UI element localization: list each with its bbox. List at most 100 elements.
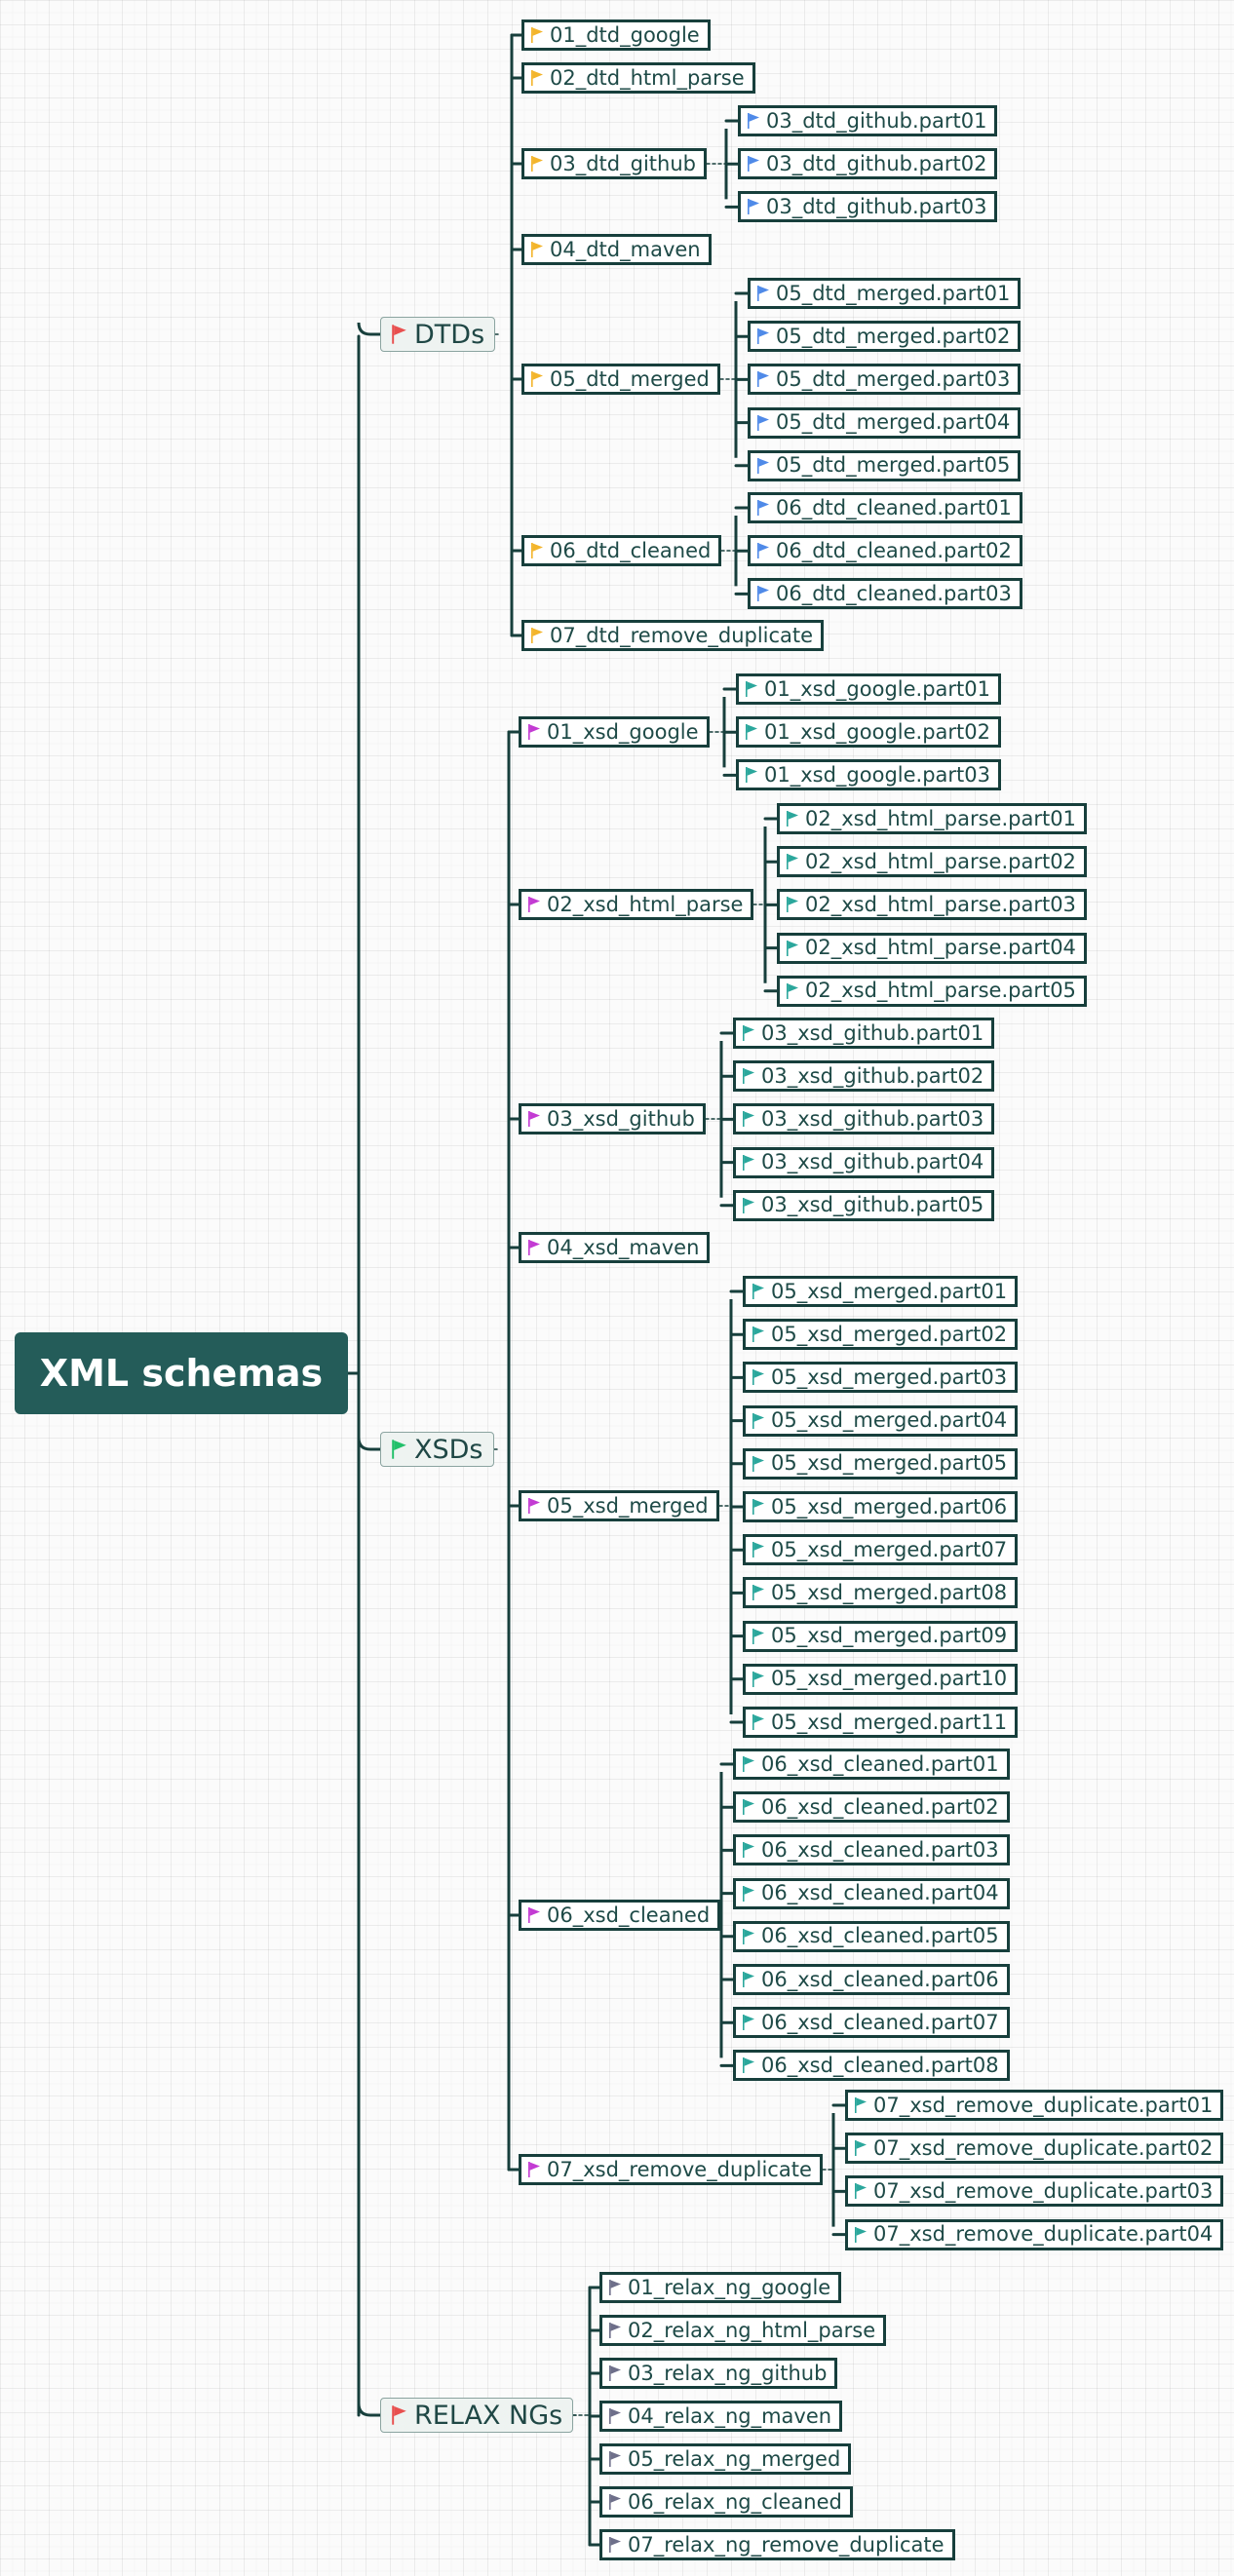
subtopic-05-relax-ng-merged[interactable]: 05_relax_ng_merged	[599, 2443, 852, 2475]
subtopic-02-relax-ng-html-parse[interactable]: 02_relax_ng_html_parse	[599, 2315, 887, 2346]
leaf-03-xsd-github-part03[interactable]: 03_xsd_github.part03	[733, 1103, 995, 1135]
subtopic-03-dtd-github-label: 03_dtd_github	[550, 151, 696, 175]
leaf-07-xsd-remove-duplicate-part03-label: 07_xsd_remove_duplicate.part03	[873, 2178, 1214, 2203]
leaf-02-xsd-html-parse-part01[interactable]: 02_xsd_html_parse.part01	[777, 803, 1087, 834]
leaf-05-xsd-merged-part03-label: 05_xsd_merged.part03	[771, 1365, 1008, 1389]
leaf-03-dtd-github-part02[interactable]: 03_dtd_github.part02	[738, 148, 998, 180]
flag-icon	[748, 156, 759, 173]
subtopic-04-xsd-maven[interactable]: 04_xsd_maven	[519, 1232, 711, 1263]
flag-icon	[528, 1498, 540, 1514]
branch-dtds[interactable]: DTDs	[380, 317, 496, 352]
leaf-05-xsd-merged-part01[interactable]: 05_xsd_merged.part01	[743, 1276, 1019, 1307]
branch-relax-ngs-label: RELAX NGs	[414, 2400, 563, 2431]
leaf-05-xsd-merged-part07[interactable]: 05_xsd_merged.part07	[743, 1534, 1019, 1566]
leaf-02-xsd-html-parse-part05[interactable]: 02_xsd_html_parse.part05	[777, 975, 1087, 1007]
leaf-05-dtd-merged-part05[interactable]: 05_dtd_merged.part05	[748, 449, 1022, 481]
leaf-05-xsd-merged-part11[interactable]: 05_xsd_merged.part11	[743, 1707, 1019, 1738]
leaf-01-xsd-google-part02[interactable]: 01_xsd_google.part02	[736, 716, 1001, 749]
leaf-06-xsd-cleaned-part02[interactable]: 06_xsd_cleaned.part02	[733, 1791, 1010, 1824]
flag-icon	[743, 2015, 754, 2031]
leaf-05-xsd-merged-part10[interactable]: 05_xsd_merged.part10	[743, 1663, 1019, 1695]
flag-icon	[531, 371, 543, 387]
leaf-05-dtd-merged-part03[interactable]: 05_dtd_merged.part03	[748, 364, 1022, 396]
subtopic-02-relax-ng-html-parse-label: 02_relax_ng_html_parse	[628, 2318, 876, 2342]
subtopic-07-relax-ng-remove-duplicate-label: 07_relax_ng_remove_duplicate	[628, 2532, 945, 2557]
subtopic-06-relax-ng-cleaned[interactable]: 06_relax_ng_cleaned	[599, 2486, 853, 2518]
leaf-06-xsd-cleaned-part07[interactable]: 06_xsd_cleaned.part07	[733, 2007, 1010, 2039]
flag-icon	[757, 286, 769, 301]
leaf-05-dtd-merged-part01[interactable]: 05_dtd_merged.part01	[748, 278, 1022, 309]
leaf-03-dtd-github-part01[interactable]: 03_dtd_github.part01	[738, 105, 998, 136]
leaf-06-dtd-cleaned-part01[interactable]: 06_dtd_cleaned.part01	[748, 492, 1022, 523]
leaf-05-xsd-merged-part04[interactable]: 05_xsd_merged.part04	[743, 1404, 1019, 1437]
leaf-06-xsd-cleaned-part05-label: 06_xsd_cleaned.part05	[761, 1924, 999, 1948]
leaf-06-xsd-cleaned-part08[interactable]: 06_xsd_cleaned.part08	[733, 2050, 1010, 2082]
leaf-01-xsd-google-part03[interactable]: 01_xsd_google.part03	[736, 759, 1001, 791]
leaf-06-dtd-cleaned-part03[interactable]: 06_dtd_cleaned.part03	[748, 578, 1022, 610]
subtopic-04-relax-ng-maven-label: 04_relax_ng_maven	[628, 2403, 832, 2428]
subtopic-02-dtd-html-parse[interactable]: 02_dtd_html_parse	[521, 62, 755, 94]
leaf-07-xsd-remove-duplicate-part02[interactable]: 07_xsd_remove_duplicate.part02	[845, 2133, 1224, 2165]
flag-icon	[757, 500, 769, 516]
leaf-05-xsd-merged-part08[interactable]: 05_xsd_merged.part08	[743, 1577, 1019, 1609]
leaf-02-xsd-html-parse-part04[interactable]: 02_xsd_html_parse.part04	[777, 932, 1087, 964]
leaf-01-xsd-google-part01[interactable]: 01_xsd_google.part01	[736, 673, 1001, 705]
subtopic-01-dtd-google[interactable]: 01_dtd_google	[521, 19, 711, 51]
leaf-01-xsd-google-part03-label: 01_xsd_google.part03	[764, 762, 990, 787]
leaf-07-xsd-remove-duplicate-part03[interactable]: 07_xsd_remove_duplicate.part03	[845, 2175, 1224, 2208]
leaf-05-dtd-merged-part04[interactable]: 05_dtd_merged.part04	[748, 406, 1022, 439]
leaf-05-xsd-merged-part05[interactable]: 05_xsd_merged.part05	[743, 1447, 1019, 1480]
leaf-06-xsd-cleaned-part01[interactable]: 06_xsd_cleaned.part01	[733, 1749, 1010, 1780]
subtopic-01-xsd-google[interactable]: 01_xsd_google	[519, 716, 710, 748]
leaf-07-xsd-remove-duplicate-part01[interactable]: 07_xsd_remove_duplicate.part01	[845, 2090, 1224, 2121]
leaf-07-xsd-remove-duplicate-part04[interactable]: 07_xsd_remove_duplicate.part04	[845, 2218, 1224, 2250]
subtopic-03-xsd-github-label: 03_xsd_github	[547, 1106, 695, 1131]
flag-icon	[746, 681, 757, 697]
leaf-06-xsd-cleaned-part03[interactable]: 06_xsd_cleaned.part03	[733, 1834, 1010, 1866]
flag-icon	[752, 1585, 764, 1601]
leaf-03-xsd-github-part01[interactable]: 03_xsd_github.part01	[733, 1018, 995, 1049]
leaf-03-xsd-github-part02[interactable]: 03_xsd_github.part02	[733, 1060, 995, 1093]
leaf-05-xsd-merged-part06[interactable]: 05_xsd_merged.part06	[743, 1491, 1019, 1522]
leaf-06-xsd-cleaned-part05[interactable]: 06_xsd_cleaned.part05	[733, 1920, 1010, 1952]
leaf-05-xsd-merged-part03[interactable]: 05_xsd_merged.part03	[743, 1362, 1019, 1394]
leaf-06-xsd-cleaned-part06[interactable]: 06_xsd_cleaned.part06	[733, 1964, 1010, 1995]
subtopic-04-dtd-maven[interactable]: 04_dtd_maven	[521, 234, 712, 265]
subtopic-01-relax-ng-google[interactable]: 01_relax_ng_google	[599, 2272, 842, 2303]
subtopic-03-dtd-github[interactable]: 03_dtd_github	[521, 148, 707, 179]
subtopic-06-xsd-cleaned[interactable]: 06_xsd_cleaned	[519, 1900, 721, 1931]
subtopic-06-relax-ng-cleaned-label: 06_relax_ng_cleaned	[628, 2489, 842, 2514]
flag-icon	[787, 982, 798, 999]
leaf-05-xsd-merged-part09[interactable]: 05_xsd_merged.part09	[743, 1620, 1019, 1652]
flag-icon	[757, 414, 769, 431]
subtopic-05-relax-ng-merged-label: 05_relax_ng_merged	[628, 2446, 841, 2471]
subtopic-03-relax-ng-github[interactable]: 03_relax_ng_github	[599, 2358, 838, 2389]
root-topic[interactable]: XML schemas	[15, 1332, 348, 1414]
leaf-02-xsd-html-parse-part03[interactable]: 02_xsd_html_parse.part03	[777, 889, 1087, 921]
branch-xsds[interactable]: XSDs	[380, 1432, 494, 1467]
subtopic-02-xsd-html-parse[interactable]: 02_xsd_html_parse	[519, 889, 754, 920]
flag-icon	[752, 1714, 764, 1730]
leaf-05-dtd-merged-part02[interactable]: 05_dtd_merged.part02	[748, 321, 1022, 353]
branch-xsds-label: XSDs	[414, 1434, 483, 1465]
branch-relax-ngs[interactable]: RELAX NGs	[380, 2398, 574, 2433]
leaf-02-xsd-html-parse-part02[interactable]: 02_xsd_html_parse.part02	[777, 846, 1087, 878]
leaf-06-xsd-cleaned-part02-label: 06_xsd_cleaned.part02	[761, 1794, 999, 1819]
subtopic-03-xsd-github[interactable]: 03_xsd_github	[519, 1103, 706, 1134]
subtopic-07-relax-ng-remove-duplicate[interactable]: 07_relax_ng_remove_duplicate	[599, 2529, 955, 2560]
subtopic-07-xsd-remove-duplicate[interactable]: 07_xsd_remove_duplicate	[519, 2154, 823, 2185]
subtopic-05-xsd-merged[interactable]: 05_xsd_merged	[519, 1490, 719, 1521]
subtopic-05-dtd-merged[interactable]: 05_dtd_merged	[521, 364, 720, 395]
flag-icon	[743, 1068, 754, 1085]
leaf-03-xsd-github-part05[interactable]: 03_xsd_github.part05	[733, 1189, 995, 1221]
subtopic-04-relax-ng-maven[interactable]: 04_relax_ng_maven	[599, 2401, 843, 2432]
leaf-03-dtd-github-part03[interactable]: 03_dtd_github.part03	[738, 191, 998, 223]
leaf-03-xsd-github-part04[interactable]: 03_xsd_github.part04	[733, 1146, 995, 1178]
subtopic-06-dtd-cleaned[interactable]: 06_dtd_cleaned	[521, 535, 722, 566]
subtopic-07-dtd-remove-duplicate[interactable]: 07_dtd_remove_duplicate	[521, 620, 825, 651]
flag-icon	[743, 1025, 754, 1041]
leaf-06-dtd-cleaned-part02[interactable]: 06_dtd_cleaned.part02	[748, 535, 1022, 567]
leaf-06-xsd-cleaned-part04[interactable]: 06_xsd_cleaned.part04	[733, 1877, 1010, 1909]
leaf-05-xsd-merged-part02[interactable]: 05_xsd_merged.part02	[743, 1319, 1019, 1351]
